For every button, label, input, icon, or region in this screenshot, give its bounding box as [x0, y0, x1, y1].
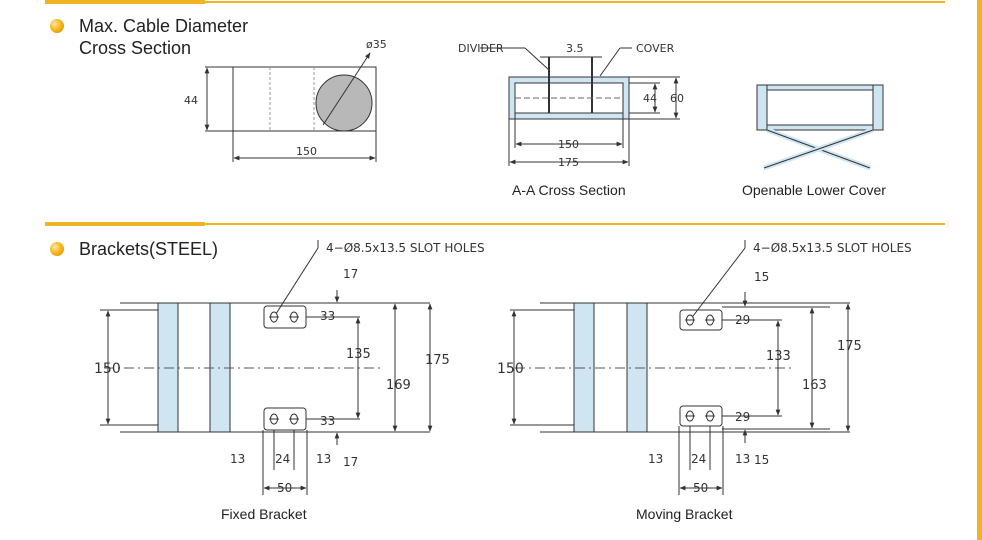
- moving-slot-label: 4−Ø8.5x13.5 SLOT HOLES: [753, 241, 912, 255]
- moving-bracket-caption: Moving Bracket: [636, 506, 733, 522]
- moving-bottom-gap-label: 15: [754, 453, 769, 467]
- openable-cover-caption: Openable Lower Cover: [742, 182, 886, 198]
- title-line-2: Cross Section: [79, 38, 192, 58]
- openable-lower-cover: [756, 84, 884, 171]
- aa-thickness-label: 3.5: [566, 42, 584, 55]
- cable-diameter-label: ø35: [366, 38, 387, 51]
- section-title-brackets: Brackets(STEEL): [79, 239, 219, 259]
- slot-holes-layer: [269, 311, 715, 425]
- aa-inner-h-label: 44: [643, 92, 657, 105]
- fixed-slot-label: 4−Ø8.5x13.5 SLOT HOLES: [326, 241, 485, 255]
- aa-cross-section: [480, 47, 680, 166]
- diameter-line: [322, 52, 371, 126]
- section-rule-brackets: [45, 223, 945, 225]
- aa-inner-w-label: 150: [558, 138, 579, 151]
- moving-left-label: 13: [648, 452, 663, 466]
- fixed-left-label: 13: [230, 452, 245, 466]
- fixed-outer-label: 175: [425, 353, 450, 368]
- cable-circle: [315, 74, 373, 132]
- moving-outer-label: 175: [837, 339, 862, 354]
- section-rule-top: [45, 1, 945, 3]
- section-title-cross-section: Max. Cable Diameter Cross Section: [79, 15, 248, 59]
- title-line-1: Max. Cable Diameter: [79, 16, 249, 36]
- moving-right-label: 13: [735, 452, 750, 466]
- moving-mid-label: 133: [766, 349, 791, 364]
- aa-cross-section-caption: A-A Cross Section: [512, 182, 626, 198]
- moving-bracket-drawing: [510, 240, 851, 495]
- moving-span-label: 50: [693, 481, 708, 495]
- fixed-width-label: 150: [94, 361, 121, 377]
- moving-top-offset-label: 29: [735, 313, 750, 327]
- fixed-bracket-drawing: [100, 240, 433, 495]
- aa-outer-h-label: 60: [670, 92, 684, 105]
- fixed-bottom-offset-label: 33: [320, 414, 335, 428]
- cable-width-label: 150: [296, 145, 317, 158]
- cable-height-label: 44: [184, 94, 198, 107]
- moving-width-label: 150: [497, 361, 524, 377]
- moving-pitch-label: 24: [691, 452, 706, 466]
- cable-cross-section: [204, 52, 377, 162]
- section-bullet-icon: [50, 19, 64, 33]
- fixed-span-label: 50: [277, 481, 292, 495]
- aa-cover-label: COVER: [636, 42, 675, 55]
- fixed-inner-label: 169: [386, 378, 411, 393]
- fixed-pitch-label: 24: [275, 452, 290, 466]
- moving-inner-label: 163: [802, 378, 827, 393]
- aa-outer-w-label: 175: [558, 156, 579, 169]
- fixed-mid-label: 135: [346, 347, 371, 362]
- moving-bottom-offset-label: 29: [735, 410, 750, 424]
- page-edge-bar: [977, 0, 982, 540]
- fixed-bracket-caption: Fixed Bracket: [221, 506, 307, 522]
- moving-top-gap-label: 15: [754, 270, 769, 284]
- aa-divider-label: DIVIDER: [458, 42, 504, 55]
- fixed-top-offset-label: 33: [320, 309, 335, 323]
- fixed-right-label: 13: [316, 452, 331, 466]
- fixed-top-gap-label: 17: [343, 267, 358, 281]
- fixed-bottom-gap-label: 17: [343, 455, 358, 469]
- section-bullet-icon: [50, 242, 64, 256]
